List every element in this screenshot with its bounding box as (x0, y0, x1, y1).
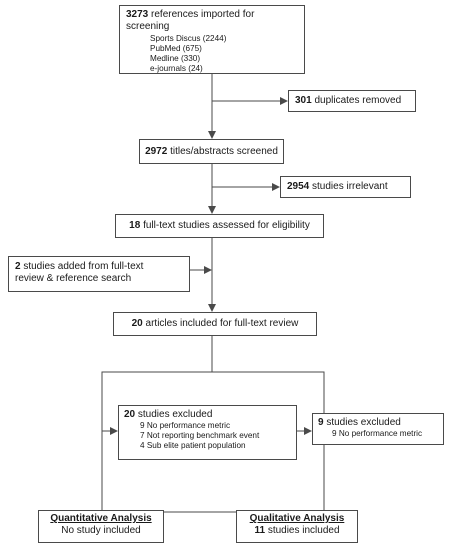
right-excluded-box: 9 studies excluded 9 No performance metr… (312, 413, 444, 445)
added-label-line1: studies added from full-text (23, 261, 144, 272)
added-count: 2 (15, 261, 21, 272)
center-excluded-count: 20 (124, 409, 136, 420)
center-excluded-box: 20 studies excluded 9 No performance met… (118, 405, 297, 460)
screened-box: 2972 titles/abstracts screened (139, 139, 284, 164)
quantitative-box: Quantitative Analysis No study included (38, 510, 164, 543)
added-label-line2: review & reference search (15, 273, 132, 284)
source-list: Sports Discus (2244) PubMed (675) Medlin… (126, 34, 298, 74)
source-item: Sports Discus (2244) (150, 34, 227, 43)
duplicates-box: 301 duplicates removed (288, 90, 416, 112)
center-excluded-reasons: 9 No performance metric 7 Not reporting … (124, 421, 291, 451)
eligibility-count: 18 (129, 220, 141, 231)
duplicates-label: duplicates removed (314, 95, 402, 106)
irrelevant-label: studies irrelevant (312, 181, 388, 192)
exclusion-reason: 9 No performance metric (332, 429, 423, 438)
irrelevant-count: 2954 (287, 181, 310, 192)
eligibility-label: full-text studies assessed for eligibili… (143, 220, 310, 231)
screened-count: 2972 (145, 146, 168, 157)
qualitative-count: 11 (254, 525, 266, 536)
right-excluded-count: 9 (318, 417, 324, 428)
exclusion-reason: 9 No performance metric (140, 421, 231, 430)
eligibility-box: 18 full-text studies assessed for eligib… (115, 214, 324, 238)
qualitative-box: Qualitative Analysis 11 studies included (236, 510, 358, 543)
included-box: 20 articles included for full-text revie… (113, 312, 317, 336)
right-excluded-reasons: 9 No performance metric (318, 429, 438, 439)
qualitative-label: studies included (267, 525, 340, 536)
included-count: 20 (131, 318, 143, 329)
imported-count: 3273 (126, 9, 149, 20)
imported-label: references imported for screening (126, 9, 255, 32)
source-item: Medline (330) (150, 54, 201, 63)
included-label: articles included for full-text review (145, 318, 299, 329)
source-item: PubMed (675) (150, 44, 202, 53)
qualitative-title: Qualitative Analysis (249, 513, 345, 524)
right-excluded-label: studies excluded (326, 417, 401, 428)
imported-box: 3273 references imported for screening S… (119, 5, 305, 74)
added-box: 2 studies added from full-text review & … (8, 256, 190, 292)
irrelevant-box: 2954 studies irrelevant (280, 176, 411, 198)
exclusion-reason: 7 Not reporting benchmark event (140, 431, 260, 440)
quantitative-line: No study included (61, 525, 141, 536)
source-item: e-journals (24) (150, 64, 203, 73)
quantitative-title: Quantitative Analysis (50, 513, 152, 524)
screened-label: titles/abstracts screened (170, 146, 278, 157)
duplicates-count: 301 (295, 95, 312, 106)
exclusion-reason: 4 Sub elite patient population (140, 441, 246, 450)
center-excluded-label: studies excluded (137, 409, 213, 420)
